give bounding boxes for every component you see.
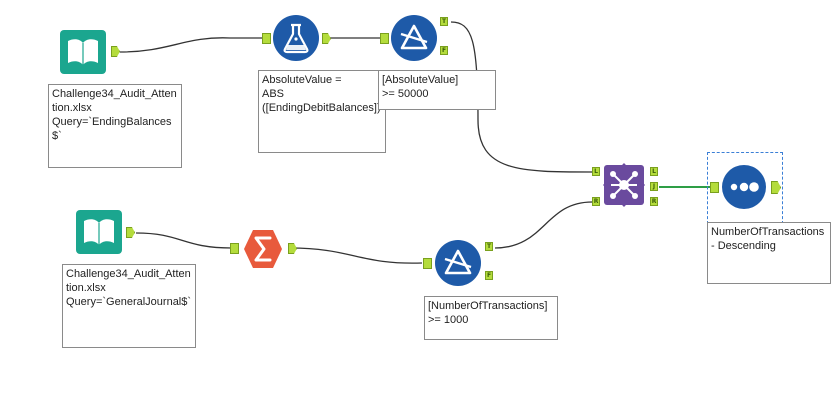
right-output-anchor[interactable] bbox=[650, 197, 658, 206]
tool-annotation: [AbsoluteValue] >= 50000 bbox=[378, 70, 496, 110]
input-anchor[interactable] bbox=[423, 258, 432, 269]
right-input-label: R bbox=[593, 198, 599, 205]
tool-annotation: Challenge34_Audit_Attention.xlsx Query=`… bbox=[48, 84, 182, 168]
left-output-anchor[interactable] bbox=[650, 167, 658, 176]
output-anchor[interactable] bbox=[322, 33, 331, 44]
connection-filter2-join[interactable] bbox=[494, 201, 593, 249]
input-anchor[interactable] bbox=[230, 243, 239, 254]
tool-annotation: AbsoluteValue = ABS ([EndingDebitBalance… bbox=[258, 70, 386, 153]
output-anchor[interactable] bbox=[288, 243, 297, 254]
output-anchor[interactable] bbox=[126, 227, 135, 238]
input-anchor[interactable] bbox=[710, 182, 719, 193]
book-icon[interactable] bbox=[60, 30, 106, 74]
left-input-label: L bbox=[594, 168, 598, 175]
sigma-icon[interactable] bbox=[240, 226, 286, 272]
output-anchor[interactable] bbox=[111, 46, 120, 57]
false-anchor-label: F bbox=[486, 272, 492, 279]
connection-input2-summarize[interactable] bbox=[135, 232, 233, 249]
sort-dots-icon[interactable] bbox=[721, 164, 767, 210]
true-anchor-label: T bbox=[486, 243, 492, 250]
left-output-label: L bbox=[652, 168, 656, 175]
false-anchor-label: F bbox=[441, 47, 447, 54]
tool-annotation: NumberOfTransactions - Descending bbox=[707, 222, 831, 284]
true-anchor[interactable] bbox=[485, 242, 493, 251]
flask-icon[interactable] bbox=[272, 14, 320, 62]
connection-filter1-join[interactable] bbox=[450, 21, 593, 173]
filter-triangle-icon[interactable] bbox=[390, 14, 438, 62]
book-icon[interactable] bbox=[76, 210, 122, 254]
join-output-anchor[interactable] bbox=[650, 182, 658, 191]
true-anchor[interactable] bbox=[440, 17, 448, 26]
tool-annotation: Challenge34_Audit_Attention.xlsx Query=`… bbox=[62, 264, 196, 348]
left-input-anchor[interactable] bbox=[592, 167, 600, 176]
false-anchor[interactable] bbox=[485, 271, 493, 280]
false-anchor[interactable] bbox=[440, 46, 448, 55]
true-anchor-label: T bbox=[441, 18, 447, 25]
right-input-anchor[interactable] bbox=[592, 197, 600, 206]
output-anchor[interactable] bbox=[771, 181, 781, 194]
connection-summarize-filter2[interactable] bbox=[289, 247, 423, 264]
filter-triangle-icon[interactable] bbox=[434, 239, 482, 287]
join-network-icon[interactable] bbox=[601, 162, 647, 208]
input-anchor[interactable] bbox=[380, 33, 389, 44]
join-output-label: J bbox=[652, 183, 656, 190]
right-output-label: R bbox=[651, 198, 657, 205]
connection-input1-formula[interactable] bbox=[119, 37, 262, 53]
tool-annotation: [NumberOfTransactions] >= 1000 bbox=[424, 296, 558, 340]
input-anchor[interactable] bbox=[262, 33, 271, 44]
